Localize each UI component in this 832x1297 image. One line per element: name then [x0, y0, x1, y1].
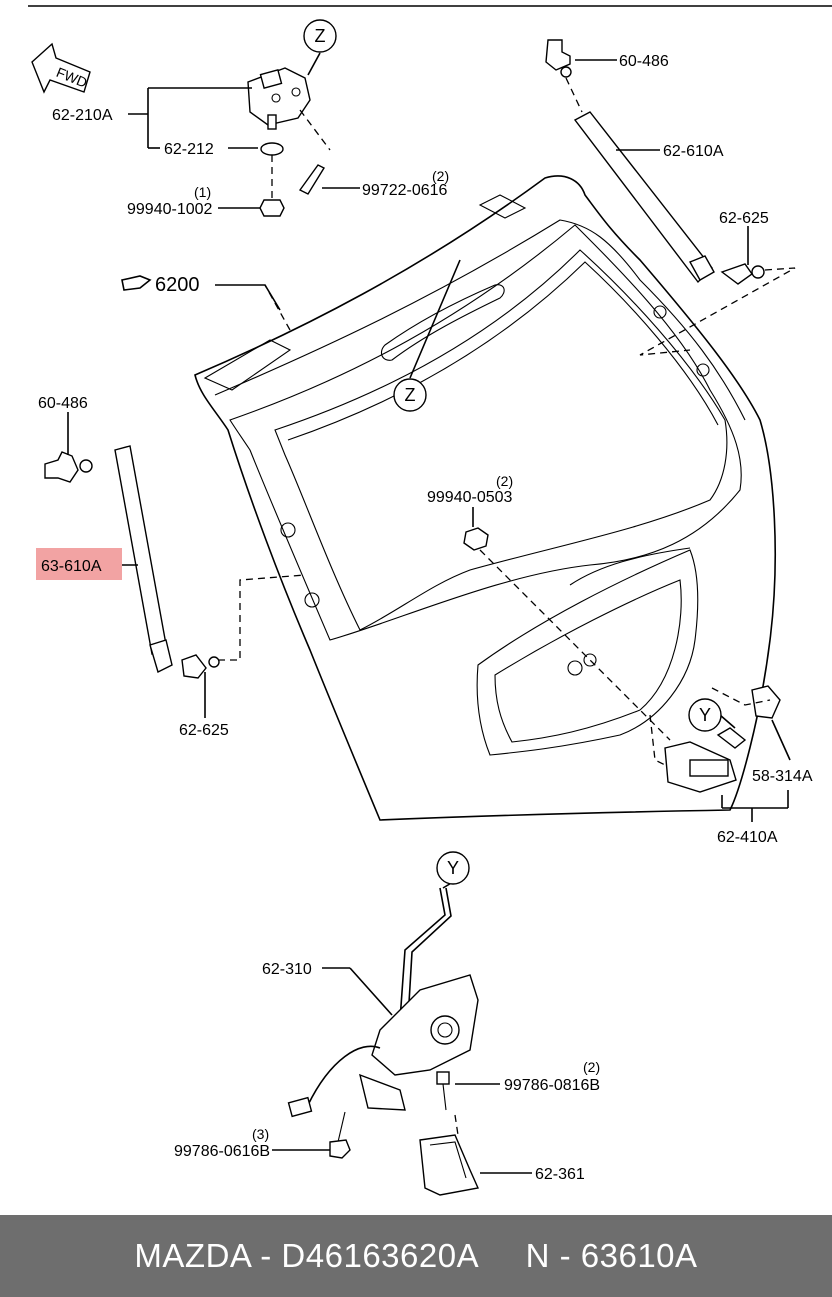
gas-strut-left — [44, 445, 306, 679]
nut-leader — [479, 549, 671, 741]
reference-6200: 6200 — [121, 274, 200, 296]
gas-strut-right — [545, 39, 796, 356]
label-58-314A: 58-314A — [752, 768, 813, 785]
qty-99786-0816B: (2) — [583, 1059, 600, 1075]
lock-assembly — [287, 887, 480, 1196]
label-99722-0616: 99722-0616 — [362, 182, 448, 199]
pointing-hand-icon — [121, 275, 152, 291]
svg-text:Z: Z — [405, 385, 416, 405]
label-99786-0616B: 99786-0616B — [174, 1143, 270, 1160]
label-62-625-right: 62-625 — [719, 210, 769, 227]
label-63-610A: 63-610A — [41, 558, 102, 575]
label-62-625-left: 62-625 — [179, 722, 229, 739]
label-60-486-right: 60-486 — [619, 53, 669, 70]
qty-99786-0616B: (3) — [252, 1126, 269, 1142]
label-62-410A: 62-410A — [717, 829, 778, 846]
label-62-610A: 62-610A — [663, 143, 724, 160]
callout-z-window: Z — [393, 378, 427, 412]
footer-text: MAZDA - D46163620A N - 63610A — [134, 1237, 698, 1274]
callout-y-lock: Y — [436, 851, 470, 885]
part-number-footer: MAZDA - D46163620A N - 63610A — [0, 1215, 832, 1297]
fwd-arrow-icon: FWD — [31, 42, 91, 94]
nut-icon — [463, 527, 489, 551]
hinge-assembly — [247, 67, 331, 331]
latch-striker-assembly — [649, 685, 781, 793]
label-62-310: 62-310 — [262, 961, 312, 978]
qty-99722-0616: (2) — [432, 168, 449, 184]
qty-99940-0503: (2) — [496, 473, 513, 489]
label-60-486-left: 60-486 — [38, 395, 88, 412]
reference-label: 6200 — [155, 274, 200, 296]
label-62-361: 62-361 — [535, 1166, 585, 1183]
label-99786-0816B: 99786-0816B — [504, 1077, 600, 1094]
highlight-63-610A — [36, 548, 122, 580]
svg-text:Z: Z — [315, 26, 326, 46]
qty-99940-1002: (1) — [194, 184, 211, 200]
leader-lines — [67, 52, 791, 1174]
parts-diagram: FWD — [28, 5, 832, 1196]
svg-text:Y: Y — [447, 858, 459, 878]
svg-text:Y: Y — [699, 705, 711, 725]
label-99940-1002: 99940-1002 — [127, 201, 213, 218]
callout-z-top: Z — [303, 19, 337, 53]
label-99940-0503: 99940-0503 — [427, 489, 513, 506]
liftgate-body — [194, 175, 776, 821]
callout-y-latch: Y — [688, 698, 722, 732]
label-62-212: 62-212 — [164, 141, 214, 158]
label-62-210A: 62-210A — [52, 107, 113, 124]
